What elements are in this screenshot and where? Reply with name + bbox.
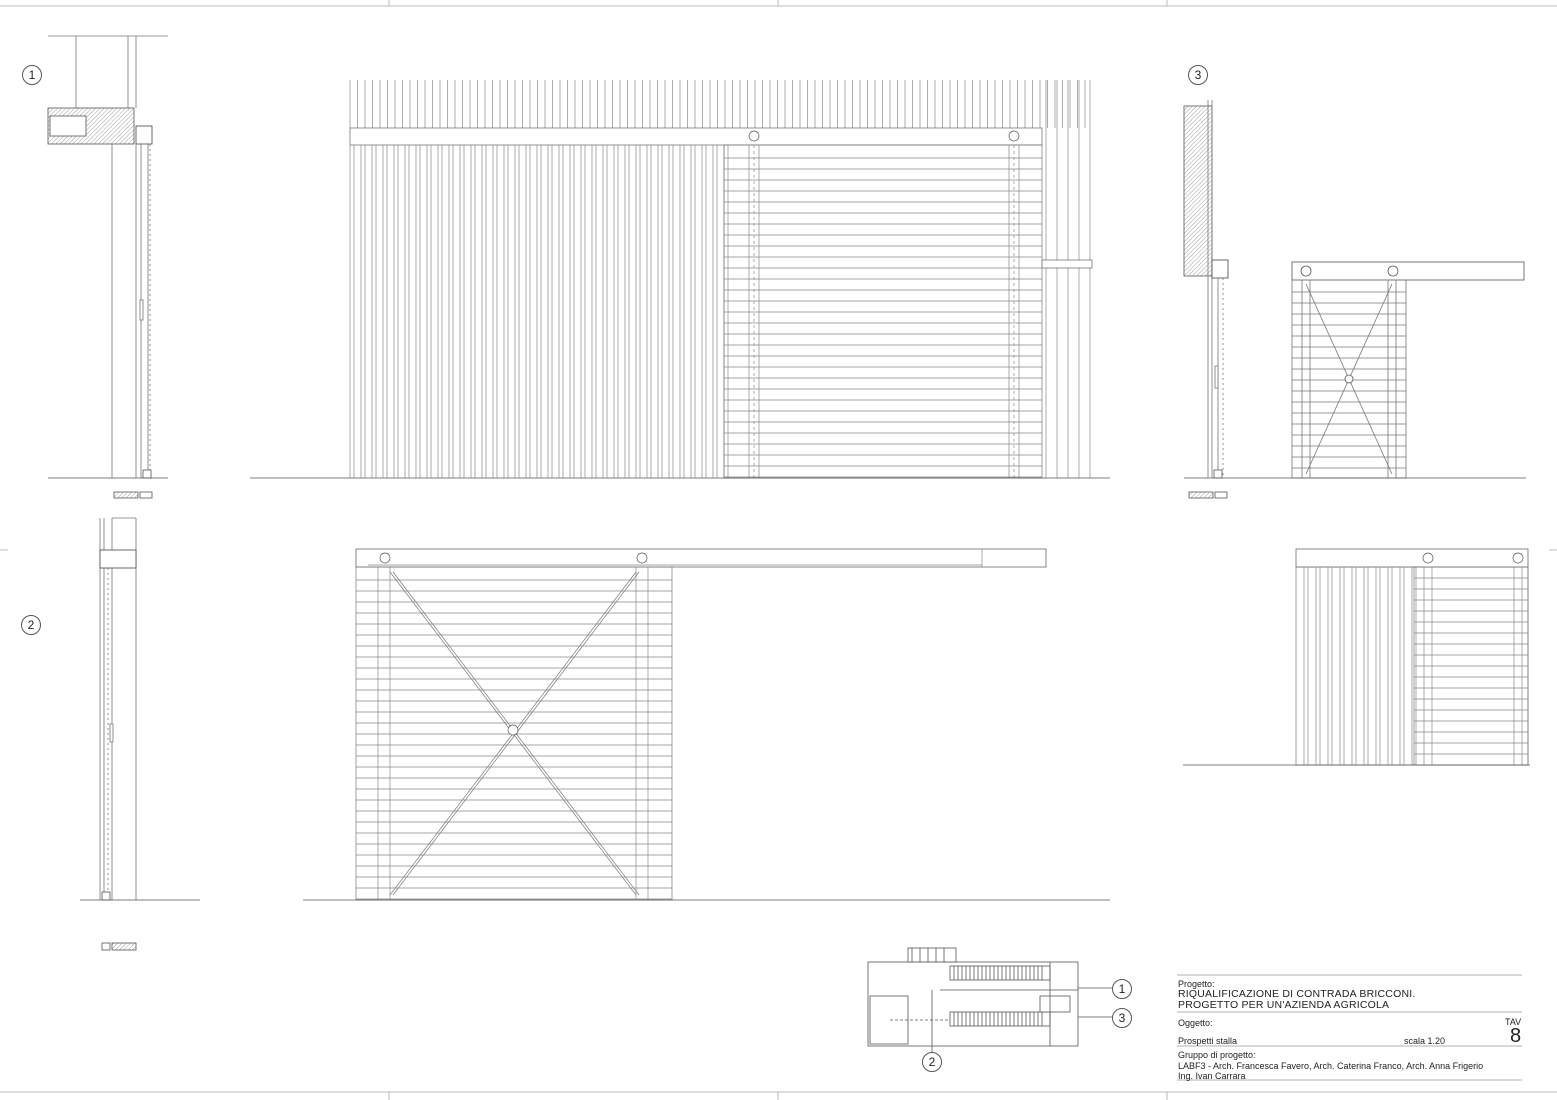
project-title-line1: RIQUALIFICAZIONE DI CONTRADA BRICCONI.: [1178, 988, 1416, 1000]
sheet-tav-label: TAV: [1505, 1017, 1522, 1027]
keyplan-ref-2: 2: [922, 1052, 942, 1072]
subject-label: Oggetto:: [1178, 1018, 1213, 1028]
section-2-drawing: [80, 517, 200, 951]
section-ref-3: 3: [1188, 65, 1208, 85]
section-3-drawing: [1183, 100, 1526, 499]
title-block-lines: [1177, 974, 1522, 1081]
team-line1: LABF3 - Arch. Francesca Favero, Arch. Ca…: [1178, 1061, 1484, 1071]
elevation-1-drawing: [250, 80, 1110, 479]
section-ref-1: 1: [22, 65, 42, 85]
team-label: Gruppo di progetto:: [1178, 1050, 1256, 1060]
keyplan-ref-1: 1: [1112, 979, 1132, 999]
section-1-drawing: [47, 35, 168, 499]
key-plan: [867, 947, 1112, 1052]
elevation-2-drawing: [303, 548, 1110, 901]
sheet-number: 8: [1510, 1025, 1522, 1047]
section-ref-2: 2: [21, 615, 41, 635]
project-label: Progetto:: [1178, 979, 1215, 989]
drawing-scale: scala 1.20: [1404, 1036, 1446, 1046]
project-title-line2: PROGETTO PER UN'AZIENDA AGRICOLA: [1178, 999, 1390, 1011]
subject-value: Prospetti stalla: [1178, 1036, 1238, 1046]
elevation-3-drawing: [1183, 548, 1530, 766]
team-line2: Ing. Ivan Carrara: [1178, 1071, 1246, 1081]
keyplan-ref-3: 3: [1112, 1008, 1132, 1028]
